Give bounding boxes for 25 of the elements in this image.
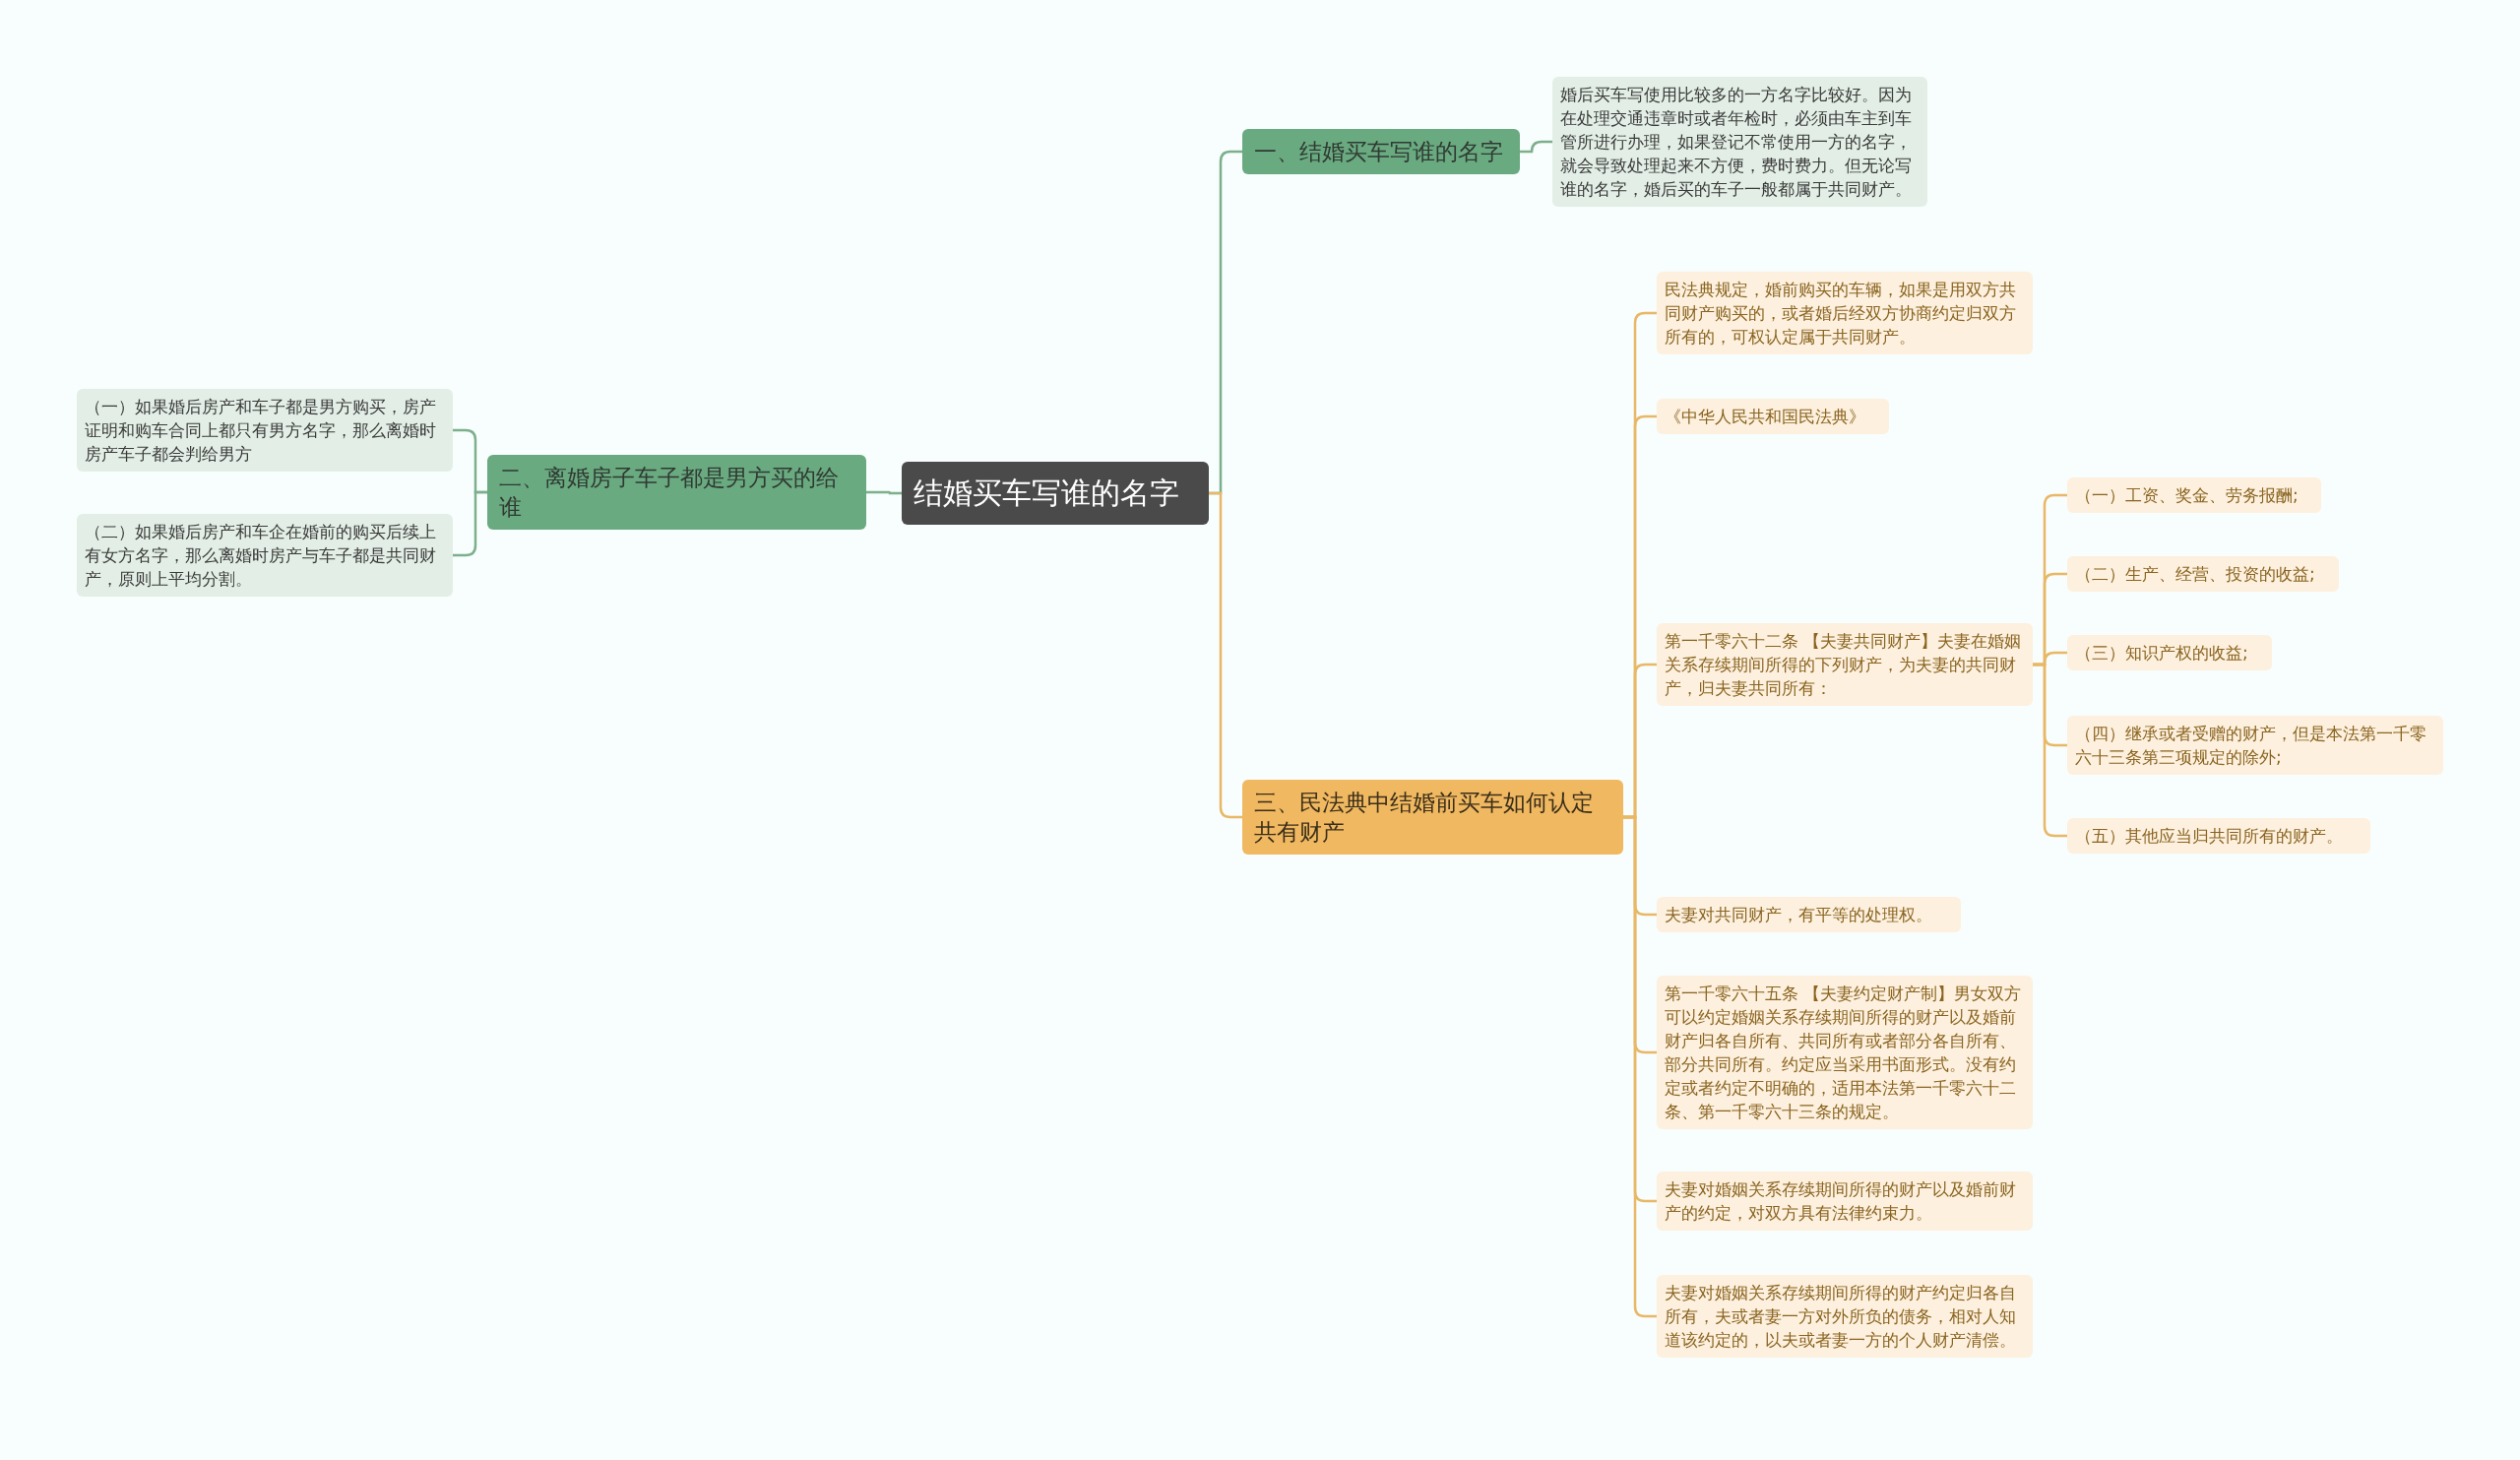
detail-note: （四）继承或者受赠的财产，但是本法第一千零六十三条第三项规定的除外; — [2067, 716, 2443, 775]
detail-note: 夫妻对婚姻关系存续期间所得的财产以及婚前财产的约定，对双方具有法律约束力。 — [1657, 1172, 2033, 1231]
detail-note: 《中华人民共和国民法典》 — [1657, 399, 1889, 434]
connector-line — [2033, 663, 2067, 838]
detail-note: （三）知识产权的收益; — [2067, 635, 2272, 670]
branch-topic: 三、民法典中结婚前买车如何认定共有财产 — [1242, 780, 1623, 855]
detail-note: （一）如果婚后房产和车子都是男方购买，房产证明和购车合同上都只有男方名字，那么离婚时房产车子都会判给男方 — [77, 389, 453, 472]
detail-note: 夫妻对婚姻关系存续期间所得的财产约定归各自所有，夫或者妻一方对外所负的债务，相对人知道该约定的，以夫或者妻一方的个人财产清偿。 — [1657, 1275, 2033, 1358]
detail-note: （一）工资、奖金、劳务报酬; — [2067, 477, 2321, 513]
connector-line — [1623, 815, 1657, 1318]
detail-note: 夫妻对共同财产，有平等的处理权。 — [1657, 897, 1961, 932]
detail-note: （五）其他应当归共同所有的财产。 — [2067, 818, 2370, 854]
detail-note: 民法典规定，婚前购买的车辆，如果是用双方共同财产购买的，或者婚后经双方协商约定归双方所有的，可权认定属于共同财产。 — [1657, 272, 2033, 354]
root-topic: 结婚买车写谁的名字 — [902, 462, 1209, 525]
detail-note: 第一千零六十二条 【夫妻共同财产】夫妻在婚姻关系存续期间所得的下列财产，为夫妻的共同财产，归夫妻共同所有： — [1657, 623, 2033, 706]
detail-note: （二）生产、经营、投资的收益; — [2067, 556, 2339, 592]
connector-line — [1209, 491, 1242, 819]
detail-note: 第一千零六十五条 【夫妻约定财产制】男女双方可以约定婚姻关系存续期间所得的财产以及婚前财产归各自所有、共同所有或者部分各自所有、部分共同所有。约定应当采用书面形式。没有约定或者约定不明确的，适用本法第一千零六十二条、第一千零六十三条的规定。 — [1657, 976, 2033, 1129]
connector-line — [453, 490, 487, 557]
detail-note: 婚后买车写使用比较多的一方名字比较好。因为在处理交通违章时或者年检时，必须由车主到车管所进行办理，如果登记不常使用一方的名字，就会导致处理起来不方便，费时费力。但无论写谁的名字，婚后买的车子一般都属于共同财产。 — [1552, 77, 1927, 207]
connector-line — [866, 490, 902, 495]
connector-line — [1520, 140, 1552, 154]
branch-topic: 二、离婚房子车子都是男方买的给谁 — [487, 455, 866, 530]
branch-topic: 一、结婚买车写谁的名字 — [1242, 129, 1520, 174]
detail-note: （二）如果婚后房产和车企在婚前的购买后续上有女方名字，那么离婚时房产与车子都是共同财产，原则上平均分割。 — [77, 514, 453, 597]
